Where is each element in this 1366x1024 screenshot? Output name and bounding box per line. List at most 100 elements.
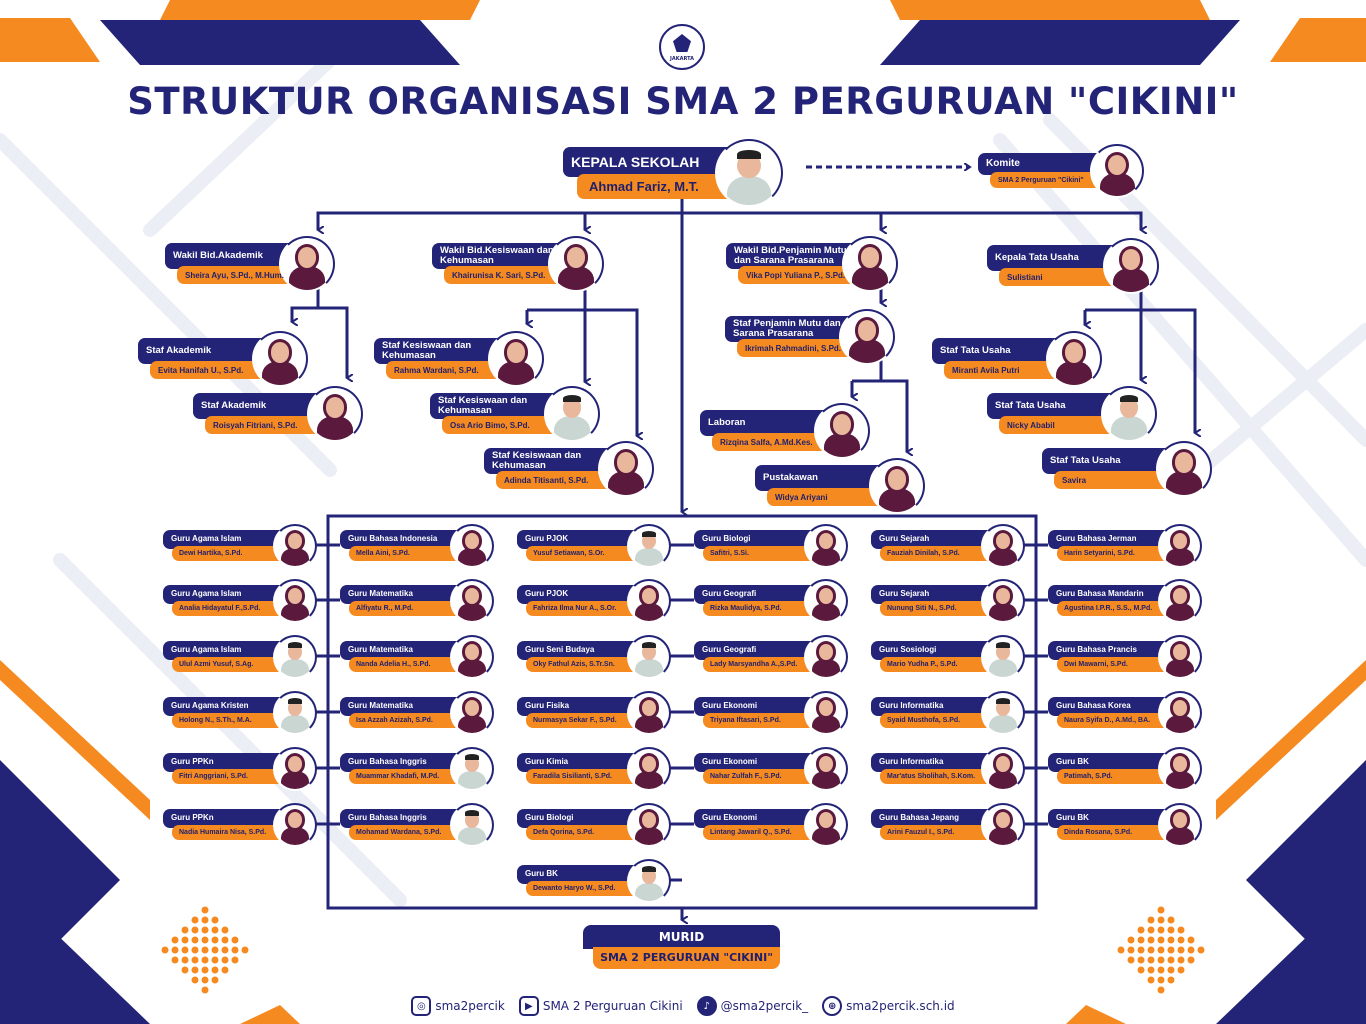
- role-label: Guru BK: [1056, 813, 1089, 823]
- decor-dot: [1167, 966, 1175, 974]
- decor-dot: [1147, 956, 1155, 964]
- role-bar: Guru Sejarah: [871, 530, 999, 549]
- role-label: Wakil Bid.Kesiswaan dan Kehumasan: [440, 245, 554, 266]
- role-bar: Guru Fisika: [517, 697, 645, 716]
- name-bar: Naura Syifa D., A.Md., BA.: [1057, 713, 1176, 728]
- role-label: Guru Bahasa Prancis: [1056, 645, 1137, 655]
- role-bar: Guru Agama Islam: [163, 585, 291, 604]
- role-bar: Guru Agama Islam: [163, 530, 291, 549]
- profile-photo: [1103, 237, 1159, 294]
- profile-photo: [273, 802, 317, 847]
- name-bar: Analia Hidayatul F.,S.Pd.: [172, 601, 291, 616]
- profile-photo: [981, 690, 1025, 735]
- role-bar: Guru Bahasa Jepang: [871, 809, 999, 828]
- person-name: Nanda Adelia H., S.Pd.: [356, 661, 431, 668]
- profile-photo: [273, 634, 317, 679]
- role-bar: Guru Agama Islam: [163, 641, 291, 660]
- profile-photo: [804, 746, 848, 791]
- decor-dot: [1187, 946, 1195, 954]
- role-bar: Guru Matematika: [340, 585, 468, 604]
- name-bar: Rizka Maulidya, S.Pd.: [703, 601, 822, 616]
- role-bar: Guru Bahasa Korea: [1048, 697, 1176, 716]
- decor-dot: [191, 936, 199, 944]
- profile-photo: [839, 308, 895, 365]
- profile-photo: [450, 523, 494, 568]
- role-bar: Guru Ekonomi: [694, 753, 822, 772]
- profile-photo: [715, 139, 783, 207]
- role-bar: Guru Sosiologi: [871, 641, 999, 660]
- decor-dot: [1137, 966, 1145, 974]
- social-youtube[interactable]: ▶SMA 2 Perguruan Cikini: [518, 996, 683, 1016]
- role-bar: Guru BK: [1048, 809, 1176, 828]
- logo-text: JAKARTA: [670, 56, 694, 62]
- decor-dot: [201, 946, 209, 954]
- decor-dot: [1147, 916, 1155, 924]
- decor-dot: [1147, 946, 1155, 954]
- role-bar: Wakil Bid.Penjamin Mutu dan Sarana Prasa…: [726, 243, 866, 269]
- social-instagram[interactable]: ◎sma2percik: [411, 996, 505, 1016]
- name-bar: Mella Aini, S.Pd.: [349, 546, 468, 561]
- decor-dot: [1147, 976, 1155, 984]
- role-bar: Guru Bahasa Mandarin: [1048, 585, 1176, 604]
- person-name: Nunung Siti N., S.Pd.: [887, 605, 957, 612]
- name-bar: Mar'atus Sholihah, S.Kom.: [880, 769, 999, 784]
- name-bar: Evita Hanifah U., S.Pd.: [150, 361, 276, 379]
- decor-dot: [211, 946, 219, 954]
- role-bar: Staf Penjamin Mutu dan Sarana Prasarana: [725, 316, 863, 342]
- decor-dot: [171, 936, 179, 944]
- role-label: Guru Geografi: [702, 645, 757, 655]
- instagram-icon: ◎: [411, 996, 432, 1016]
- role-label: Staf Akademik: [201, 400, 267, 411]
- name-bar: Dinda Rosana, S.Pd.: [1057, 825, 1176, 840]
- role-label: Guru Biologi: [702, 534, 751, 544]
- profile-photo: [627, 690, 671, 735]
- students-role: MURID: [583, 925, 780, 949]
- decor-dot: [1167, 916, 1175, 924]
- person-name: Dinda Rosana, S.Pd.: [1064, 829, 1133, 836]
- person-name: Miranti Avila Putri: [952, 365, 1020, 375]
- person-name: Safitri, S.Si.: [710, 550, 749, 557]
- decor-dot: [1137, 926, 1145, 934]
- students-box: MURID SMA 2 PERGURUAN "CIKINI": [583, 925, 780, 971]
- decor-dot: [1127, 956, 1135, 964]
- role-bar: Staf Kesiswaan dan Kehumasan: [374, 338, 512, 364]
- profile-photo: [627, 802, 671, 847]
- profile-photo: [804, 578, 848, 623]
- profile-photo: [252, 330, 308, 387]
- decor-dot: [1147, 926, 1155, 934]
- role-bar: Komite: [978, 153, 1113, 175]
- name-bar: Syaid Musthofa, S.Pd.: [880, 713, 999, 728]
- person-name: Rizka Maulidya, S.Pd.: [710, 605, 782, 612]
- profile-photo: [598, 440, 654, 497]
- person-name: Holong N., S.Th., M.A.: [179, 717, 252, 724]
- decor-dot: [191, 966, 199, 974]
- role-bar: Guru BK: [517, 865, 645, 884]
- social-website[interactable]: ⊕sma2percik.sch.id: [822, 996, 955, 1016]
- person-name: Adinda Titisanti, S.Pd.: [504, 475, 589, 485]
- name-bar: Patimah, S.Pd.: [1057, 769, 1176, 784]
- profile-photo: [1158, 746, 1202, 791]
- social-tiktok[interactable]: ♪@sma2percik_: [696, 996, 809, 1016]
- role-label: Guru PPKn: [171, 757, 214, 767]
- decor-dot: [1167, 956, 1175, 964]
- person-name: Arini Fauzul I., S.Pd.: [887, 829, 955, 836]
- person-name: Alfiyatu R., M.Pd.: [356, 605, 414, 612]
- role-label: Wakil Bid.Penjamin Mutu dan Sarana Prasa…: [734, 245, 847, 266]
- role-bar: Guru PJOK: [517, 530, 645, 549]
- decor-dot: [221, 936, 229, 944]
- decor-dot: [231, 956, 239, 964]
- name-bar: Nunung Siti N., S.Pd.: [880, 601, 999, 616]
- profile-photo: [450, 802, 494, 847]
- role-label: Guru Geografi: [702, 589, 757, 599]
- role-bar: Guru Ekonomi: [694, 809, 822, 828]
- role-label: Staf Kesiswaan dan Kehumasan: [382, 340, 472, 361]
- social-label: @sma2percik_: [720, 999, 809, 1013]
- profile-photo: [1090, 143, 1144, 198]
- name-bar: Lady Marsyandha A.,S.Pd.: [703, 657, 822, 672]
- person-name: Ahmad Fariz, M.T.: [589, 179, 699, 194]
- name-bar: Yusuf Setiawan, S.Or.: [526, 546, 645, 561]
- decor-dot: [191, 946, 199, 954]
- person-name: Lady Marsyandha A.,S.Pd.: [710, 661, 798, 668]
- decor-dot: [191, 956, 199, 964]
- person-name: Rizqina Salfa, A.Md.Kes.: [720, 437, 813, 447]
